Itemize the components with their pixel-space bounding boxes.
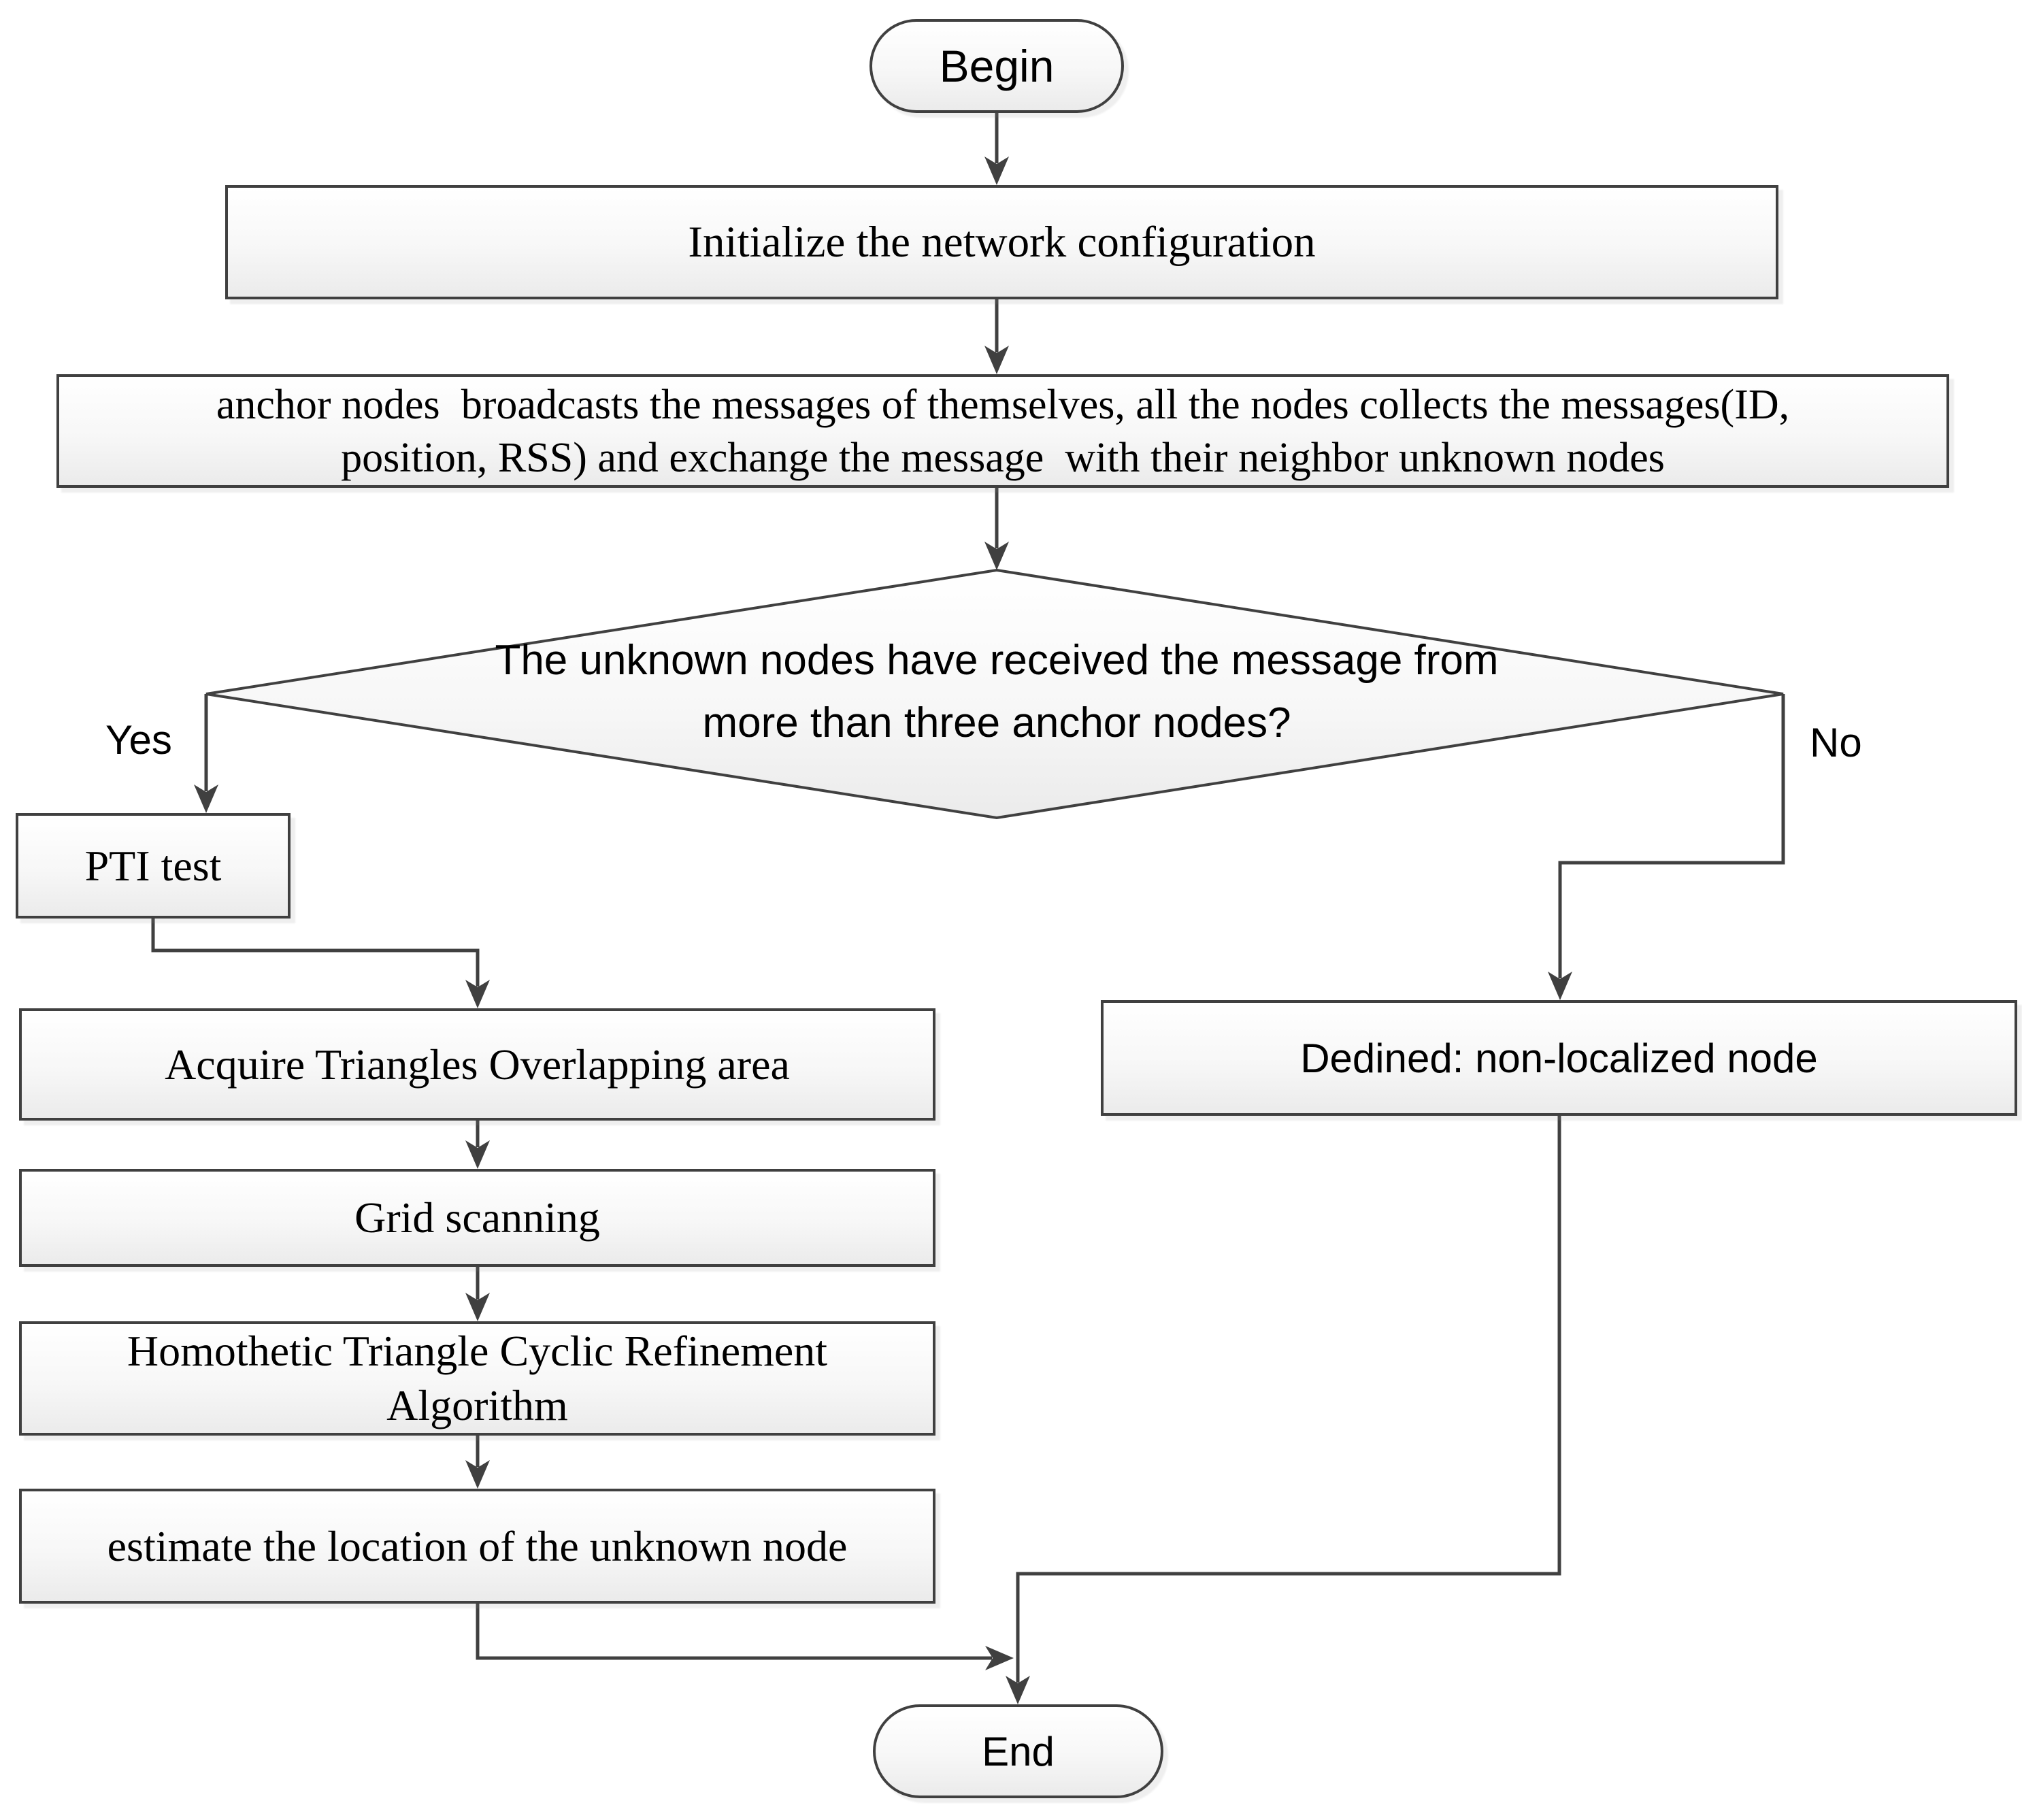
node-broadcast: anchor nodes broadcasts the messages of …: [56, 374, 1949, 488]
label-no: No: [1810, 720, 1862, 765]
node-grid-scanning: Grid scanning: [19, 1169, 935, 1267]
node-begin: Begin: [869, 19, 1124, 113]
begin-label: Begin: [939, 41, 1055, 91]
connector-estimate-junction: [476, 1604, 1014, 1670]
decision-line1: The unknown nodes have received the mess…: [495, 637, 1499, 684]
initialize-label: Initialize the network configuration: [688, 217, 1316, 267]
homothetic-line2: Algorithm: [386, 1381, 568, 1429]
grid-label: Grid scanning: [354, 1193, 600, 1242]
broadcast-line1: anchor nodes broadcasts the messages of …: [216, 381, 1790, 428]
node-decision-text: The unknown nodes have received the mess…: [316, 627, 1677, 757]
broadcast-line2: position, RSS) and exchange the message …: [341, 434, 1665, 481]
node-pti-test: PTI test: [16, 813, 291, 919]
non-localized-label: Dedined: non-localized node: [1300, 1035, 1818, 1081]
node-non-localized: Dedined: non-localized node: [1101, 1000, 2017, 1116]
estimate-label: estimate the location of the unknown nod…: [107, 1521, 848, 1570]
homothetic-line1: Homothetic Triangle Cyclic Refinement: [127, 1327, 828, 1375]
node-end: End: [873, 1704, 1163, 1798]
connector-pti-acquire: [151, 919, 490, 1008]
node-initialize: Initialize the network configuration: [225, 185, 1778, 299]
node-estimate-location: estimate the location of the unknown nod…: [19, 1489, 935, 1604]
node-homothetic-refinement: Homothetic Triangle Cyclic Refinement Al…: [19, 1321, 935, 1436]
end-label: End: [982, 1728, 1055, 1774]
connector-nonlocalized-end: [1006, 1116, 1561, 1704]
decision-line2: more than three anchor nodes?: [702, 699, 1291, 746]
label-yes: Yes: [105, 717, 172, 763]
pti-label: PTI test: [84, 841, 222, 890]
decision-diamond: [205, 568, 1784, 820]
node-acquire-triangles: Acquire Triangles Overlapping area: [19, 1008, 935, 1121]
connector-no-nonlocalized: [1548, 694, 1785, 1000]
acquire-label: Acquire Triangles Overlapping area: [165, 1040, 790, 1089]
